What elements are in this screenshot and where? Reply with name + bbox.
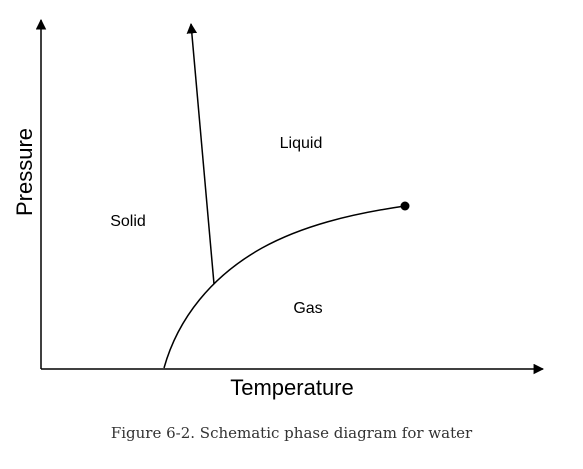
critical-point: [400, 201, 410, 211]
region-label-gas: Gas: [293, 300, 322, 317]
x-axis-label: Temperature: [230, 375, 354, 400]
phase-boundary-curve: [163, 205, 406, 369]
solid-liquid-boundary: [186, 22, 215, 285]
phase-diagram: Solid Liquid Gas Temperature Pressure: [12, 18, 545, 400]
y-axis-label: Pressure: [12, 128, 37, 216]
region-label-solid: Solid: [110, 213, 146, 230]
figure-caption: Figure 6-2. Schematic phase diagram for …: [110, 424, 473, 442]
region-label-liquid: Liquid: [280, 135, 323, 152]
